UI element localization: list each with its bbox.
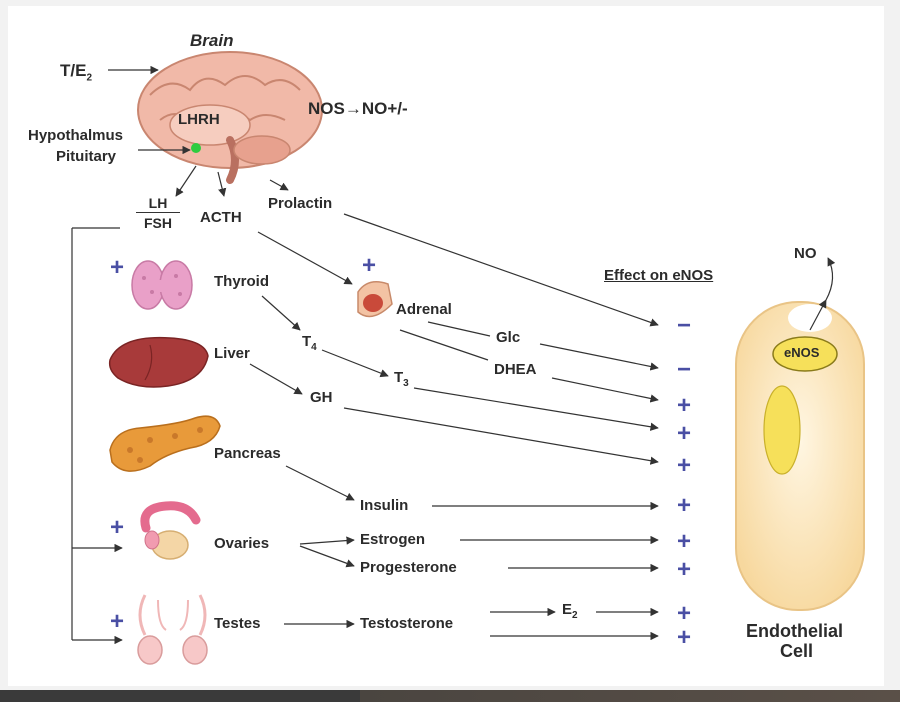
e2-text: E <box>562 601 573 618</box>
pancreas-label: Pancreas <box>214 445 281 462</box>
testes-label: Testes <box>214 615 261 632</box>
effect-sign: − <box>676 312 691 339</box>
effect-sign: + <box>676 624 691 651</box>
t4-text: T <box>302 333 312 350</box>
liver-illustration <box>108 336 209 388</box>
endothelial-cell-illustration <box>735 301 865 611</box>
brain-illustration <box>137 51 323 184</box>
thyroid-plus-marker: + <box>110 254 125 281</box>
nos-label: NOS→NO+/- <box>308 99 408 118</box>
t4-sub: 4 <box>311 342 317 353</box>
prolactin-label: Prolactin <box>268 195 333 212</box>
effect-sign: + <box>676 556 691 583</box>
effect-heading: Effect on eNOS <box>604 267 714 284</box>
effect-sign: + <box>676 492 691 519</box>
effect-sign: + <box>676 528 691 555</box>
progesterone-label: Progesterone <box>360 559 457 576</box>
effect-sign: − <box>676 356 691 383</box>
lh-label: LH <box>136 196 180 213</box>
lh-fsh-fraction: LH FSH <box>136 196 180 230</box>
estrogen-label: Estrogen <box>360 531 426 548</box>
testes-plus-marker: + <box>110 608 125 635</box>
t3-sub: 3 <box>403 378 409 389</box>
brain-title: Brain <box>190 31 234 50</box>
adrenal-label: Adrenal <box>396 301 452 318</box>
adrenal-plus-marker: + <box>362 252 377 279</box>
ovaries-plus-marker: + <box>110 514 125 541</box>
liver-label: Liver <box>214 345 250 362</box>
arrows <box>71 65 836 645</box>
input-te2-label: T/E2 <box>60 62 92 83</box>
pancreas-illustration <box>109 415 221 472</box>
input-te2-text: T/E <box>60 61 87 80</box>
pituitary-label: Pituitary <box>56 148 117 165</box>
bottom-bar <box>0 690 900 702</box>
testes-illustration <box>137 594 208 665</box>
dhea-label: DHEA <box>494 361 537 378</box>
endothelial-label-line1: Endothelial <box>746 621 844 641</box>
t4-label: T4 <box>302 334 317 353</box>
glc-label: Glc <box>496 329 521 346</box>
thyroid-illustration <box>131 260 193 310</box>
lhrh-label: LHRH <box>178 111 220 128</box>
testosterone-label: Testosterone <box>360 615 454 632</box>
insulin-label: Insulin <box>360 497 409 514</box>
acth-label: ACTH <box>200 209 242 226</box>
e2-sub: 2 <box>572 610 578 621</box>
fsh-label: FSH <box>144 215 172 231</box>
effect-sign: + <box>676 600 691 627</box>
no-label: NO <box>794 245 817 262</box>
effect-sign: + <box>676 452 691 479</box>
ovaries-label: Ovaries <box>214 535 270 552</box>
t3-text: T <box>394 369 404 386</box>
enos-label: eNOS <box>784 345 820 360</box>
effect-sign: + <box>676 420 691 447</box>
endothelial-label-line2: Cell <box>780 641 814 661</box>
t3-label: T3 <box>394 370 409 389</box>
input-te2-sub: 2 <box>86 72 93 84</box>
e2-label: E2 <box>562 602 578 621</box>
adrenal-illustration <box>357 281 393 318</box>
gh-label: GH <box>310 389 333 406</box>
effect-sign: + <box>676 392 691 419</box>
ovaries-illustration <box>140 501 201 560</box>
thyroid-label: Thyroid <box>214 273 269 290</box>
hypothalamus-label: Hypothalmus <box>28 127 124 144</box>
